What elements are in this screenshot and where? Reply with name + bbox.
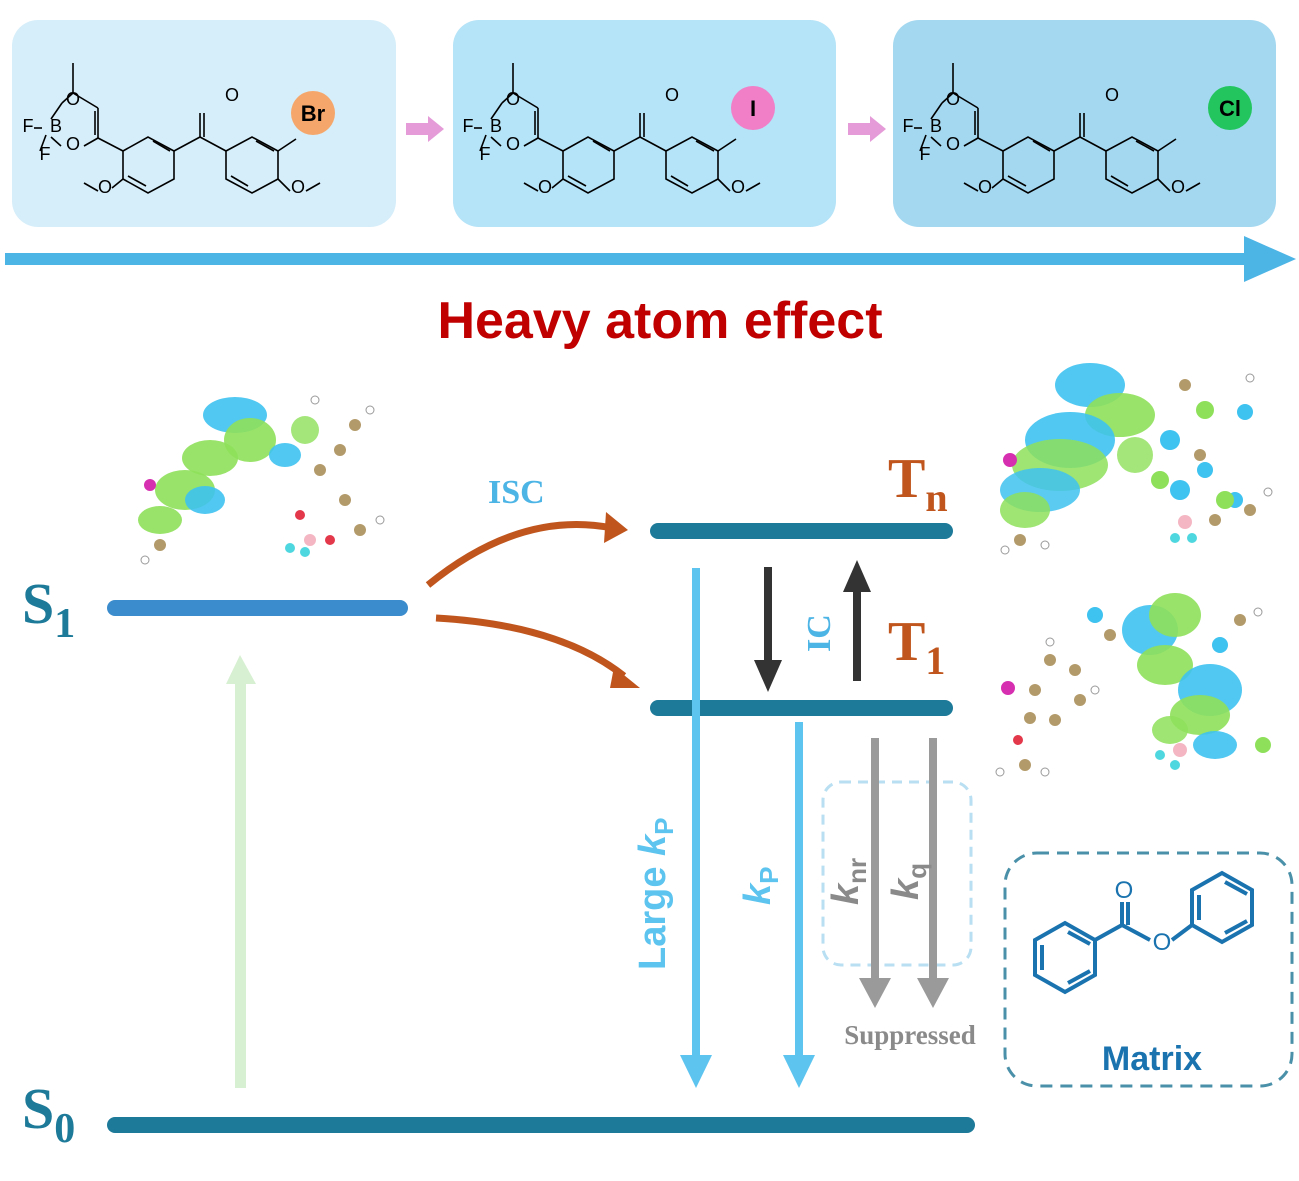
atom-label: F: [23, 116, 34, 136]
molecule-structure-br: O B F F O O O O Br: [23, 62, 335, 197]
ic-up-arrow: [843, 560, 871, 681]
kp-label: kP: [737, 867, 784, 905]
atom-label: F: [920, 144, 931, 164]
knr-label: knr: [825, 858, 872, 905]
atom-label: F: [480, 144, 491, 164]
isc-arrow-to-tn: [425, 512, 628, 588]
atom-label: O: [506, 134, 520, 154]
atom-label: O: [946, 134, 960, 154]
atom-label: F: [40, 144, 51, 164]
large-kp-label: Large kP: [632, 817, 679, 970]
halogen-label: Br: [301, 101, 326, 126]
s1-orbital-image: [138, 395, 385, 565]
atom-label: O: [291, 177, 305, 197]
matrix-atom-o1: O: [1115, 877, 1134, 904]
molecule-structure-i: O B F F O O O O I: [463, 62, 775, 197]
ic-label: IC: [801, 614, 838, 652]
excitation-arrow: [226, 655, 256, 1088]
atom-label: O: [946, 89, 960, 109]
ic-down-arrow: [754, 567, 782, 692]
atom-label: O: [978, 177, 992, 197]
halogen-label: I: [750, 96, 756, 121]
atom-label: B: [490, 116, 502, 136]
atom-label: O: [506, 89, 520, 109]
suppressed-label: Suppressed: [844, 1020, 976, 1050]
atom-label: O: [225, 85, 239, 105]
atom-label: B: [50, 116, 62, 136]
atom-label: B: [930, 116, 942, 136]
matrix-box: [1003, 851, 1294, 1088]
heavy-atom-effect-title: Heavy atom effect: [437, 292, 882, 350]
s0-label: S0: [22, 1076, 75, 1152]
isc-arrow-to-t1: [435, 614, 640, 688]
matrix-label: Matrix: [1102, 1040, 1202, 1078]
t1-label: T1: [888, 611, 945, 683]
tn-label: Tn: [888, 448, 948, 520]
t1-orbital-image: [995, 593, 1271, 777]
halogen-badge: [291, 91, 335, 135]
halogen-label: Cl: [1219, 96, 1241, 121]
molecule-structure-cl: O B F F O O O O Cl: [903, 62, 1252, 197]
kq-arrow: [917, 738, 949, 1008]
atom-label: O: [66, 134, 80, 154]
matrix-structure: [1033, 870, 1254, 995]
halogen-badge: [731, 86, 775, 130]
atom-label: O: [98, 177, 112, 197]
atom-label: O: [66, 89, 80, 109]
atom-label: O: [538, 177, 552, 197]
kp-arrow: [783, 722, 815, 1088]
atom-label: F: [463, 116, 474, 136]
trend-arrow: [5, 236, 1296, 282]
atom-label: F: [903, 116, 914, 136]
knr-arrow: [859, 738, 891, 1008]
kq-label: kq: [885, 863, 932, 900]
halogen-badge: [1208, 86, 1252, 130]
isc-label: ISC: [488, 474, 545, 511]
suppression-box: [821, 780, 973, 967]
atom-label: O: [1171, 177, 1185, 197]
s1-label: S1: [22, 571, 75, 647]
large-kp-arrow: [680, 568, 712, 1088]
atom-label: O: [1105, 85, 1119, 105]
panel-arrow-2: [848, 116, 886, 142]
matrix-atom-o2: O: [1153, 929, 1172, 956]
atom-label: O: [665, 85, 679, 105]
tn-orbital-image: [1000, 363, 1273, 555]
atom-label: O: [731, 177, 745, 197]
panel-arrow-1: [406, 116, 444, 142]
